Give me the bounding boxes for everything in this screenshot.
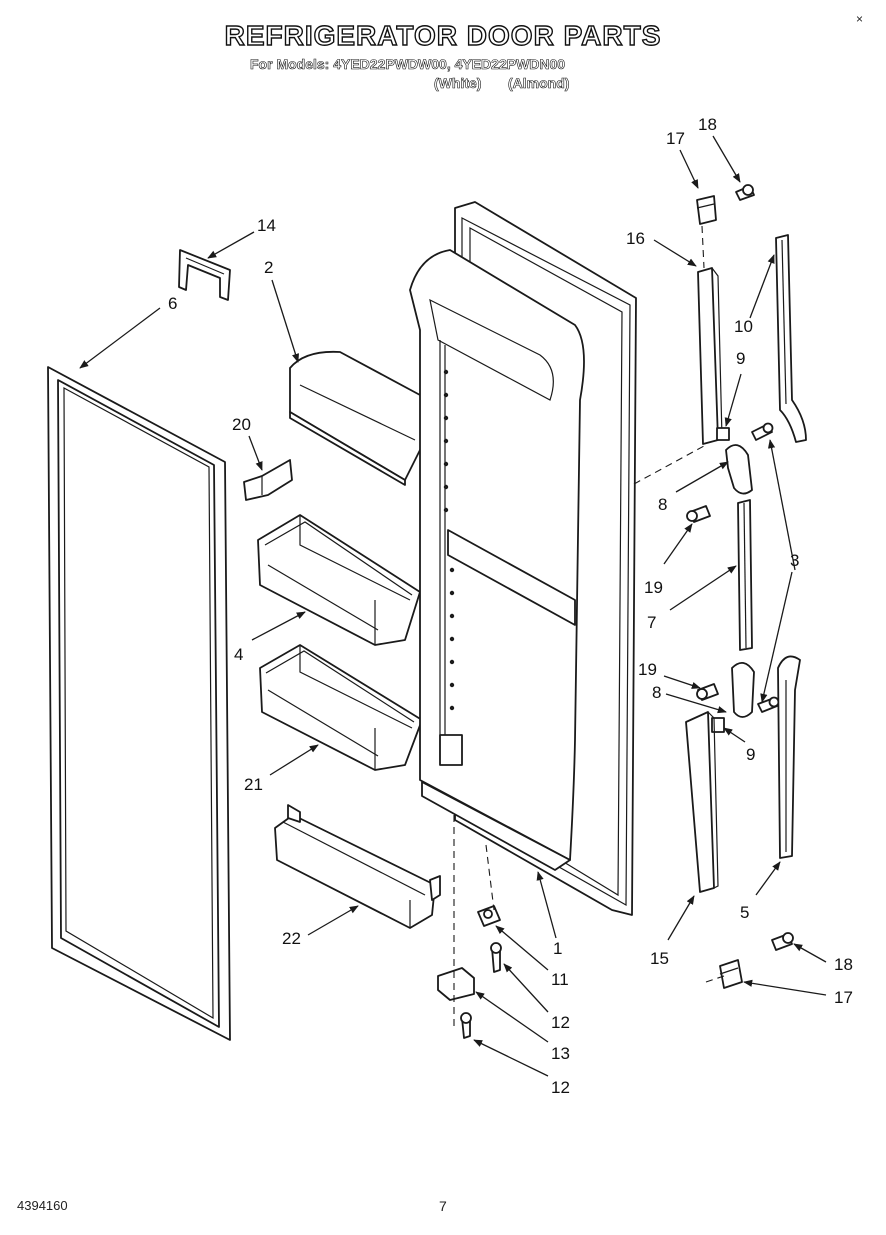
part-12-screw-lower	[460, 1012, 472, 1039]
document-id: 4394160	[17, 1198, 68, 1213]
callout-8-upper: 8	[658, 495, 667, 514]
callout-15: 15	[650, 949, 669, 968]
part-19-screw-upper	[686, 505, 711, 523]
callout-22: 22	[282, 929, 301, 948]
callout-9-upper: 9	[736, 349, 745, 368]
part-17-handle-cap-bottom	[719, 959, 743, 989]
part-9-handle-mount-upper	[716, 427, 730, 441]
callout-21: 21	[244, 775, 263, 794]
part-14-bracket	[178, 249, 231, 301]
callout-11: 11	[551, 970, 569, 989]
part-4-door-bin	[257, 514, 421, 646]
callout-19-upper: 19	[644, 578, 663, 597]
part-22-door-shelf	[274, 804, 441, 929]
part-21-door-bin	[259, 644, 423, 771]
door-liner-mounting-holes	[443, 369, 455, 711]
callout-14: 14	[257, 216, 276, 235]
part-18-screw-bottom	[771, 932, 794, 951]
callout-6: 6	[168, 294, 177, 313]
part-1-door-liner	[409, 201, 637, 916]
callout-2: 2	[264, 258, 273, 277]
callout-16: 16	[626, 229, 645, 248]
callout-3: 3	[790, 551, 799, 570]
part-8-handle-end-lower	[731, 662, 755, 718]
part-12-screw-upper	[490, 942, 502, 973]
page-number: 7	[439, 1198, 447, 1214]
part-19-screw-lower	[696, 683, 719, 701]
part-13-hinge-bracket	[437, 967, 475, 1001]
leader-lines	[79, 135, 827, 1077]
callout-1: 1	[553, 939, 562, 958]
callout-12-upper: 12	[551, 1013, 570, 1032]
part-5-handle-insert-lower	[777, 655, 801, 859]
callout-4: 4	[234, 645, 243, 664]
part-3-screw-upper	[751, 422, 774, 441]
part-2-dairy-door	[289, 350, 431, 486]
part-20-clip	[243, 459, 293, 501]
callout-13: 13	[551, 1044, 570, 1063]
part-7-handle	[737, 499, 753, 651]
part-9-handle-mount-lower	[711, 717, 725, 733]
callout-19-lower: 19	[638, 660, 657, 679]
callout-18-bottom: 18	[834, 955, 853, 974]
callout-10: 10	[734, 317, 753, 336]
variant-almond-label: (Almond)	[508, 75, 570, 92]
callout-5: 5	[740, 903, 749, 922]
callout-17-top: 17	[666, 129, 685, 148]
part-6-door-gasket	[47, 366, 231, 1041]
model-numbers: For Models: 4YED22PWDW00, 4YED22PWDN00	[250, 56, 566, 73]
callout-7: 7	[647, 613, 656, 632]
callout-17-bottom: 17	[834, 988, 853, 1007]
part-18-screw-top	[735, 184, 755, 201]
callout-labels: 1 2 3 4 5 6 7 8 8 9 9 10 11 12 12 13 14 …	[168, 115, 853, 1097]
alignment-lines	[453, 225, 725, 1030]
callout-20: 20	[232, 415, 251, 434]
part-15-handle-trim-lower	[685, 711, 719, 893]
callout-9-lower: 9	[746, 745, 755, 764]
part-11-hinge-bushing	[477, 905, 501, 927]
part-8-handle-end-upper	[725, 444, 753, 495]
variant-white-label: (White)	[434, 75, 482, 92]
close-icon[interactable]: ×	[856, 12, 864, 26]
part-16-handle-trim	[697, 267, 723, 445]
part-17-handle-cap-top	[696, 195, 717, 225]
page-title: REFRIGERATOR DOOR PARTS	[224, 19, 662, 51]
part-10-handle-insert	[775, 234, 807, 443]
part-3-screw-lower	[757, 696, 780, 713]
callout-12-lower: 12	[551, 1078, 570, 1097]
callout-18-top: 18	[698, 115, 717, 134]
callout-8-lower: 8	[652, 683, 661, 702]
